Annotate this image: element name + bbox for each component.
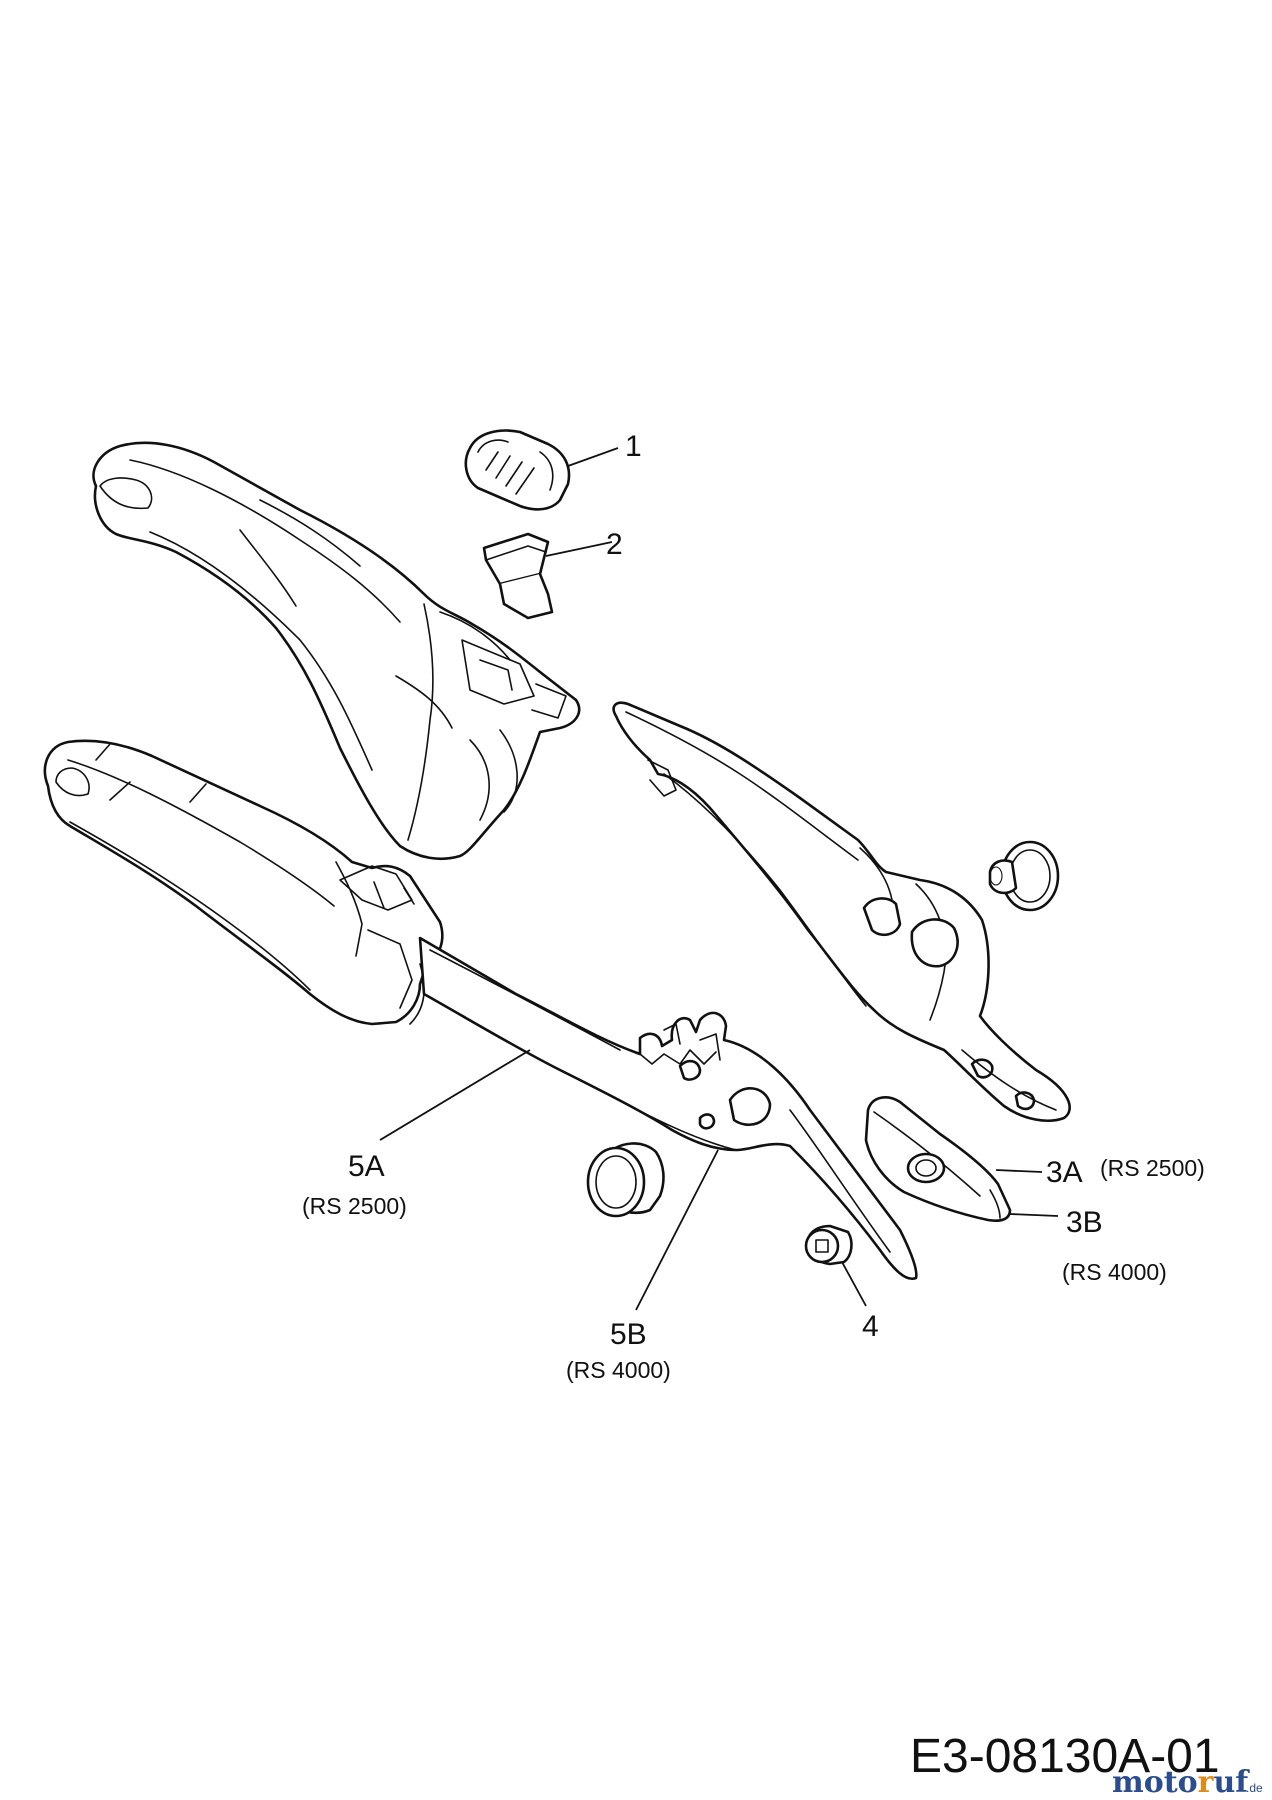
- callout-3a: 3A: [1046, 1156, 1083, 1189]
- callout-2: 2: [606, 528, 623, 561]
- watermark-logo: motoruf .de: [1112, 1765, 1263, 1800]
- pivot-bushing-right: [988, 840, 1060, 912]
- drawing-code: E3-08130A-01: [910, 1730, 1220, 1783]
- svg-text:.de: .de: [1246, 1781, 1263, 1795]
- part-1-cap: [464, 429, 571, 511]
- part-2-clip: [482, 532, 554, 620]
- anvil-part-3: [864, 1096, 1012, 1222]
- lower-blade: [418, 936, 918, 1281]
- callout-5a: 5A: [348, 1150, 385, 1183]
- callout-3b: 3B: [1066, 1206, 1103, 1239]
- callout-5b-note: (RS 4000): [566, 1357, 671, 1383]
- callout-3a-note: (RS 2500): [1100, 1155, 1205, 1181]
- upper-blade: [612, 701, 1071, 1122]
- lower-handle: [43, 739, 444, 1026]
- leader-lines: [379, 447, 1059, 1311]
- svg-text:motoruf: motoruf: [1112, 1765, 1250, 1800]
- callout-5a-note: (RS 2500): [302, 1193, 407, 1219]
- bushing-left: [586, 1142, 665, 1218]
- upper-handle: [92, 441, 581, 861]
- part-4-screw: [804, 1224, 853, 1266]
- callout-4: 4: [862, 1310, 879, 1343]
- callout-3b-note: (RS 4000): [1062, 1259, 1167, 1285]
- callout-1: 1: [625, 430, 642, 463]
- callout-5b: 5B: [610, 1318, 647, 1351]
